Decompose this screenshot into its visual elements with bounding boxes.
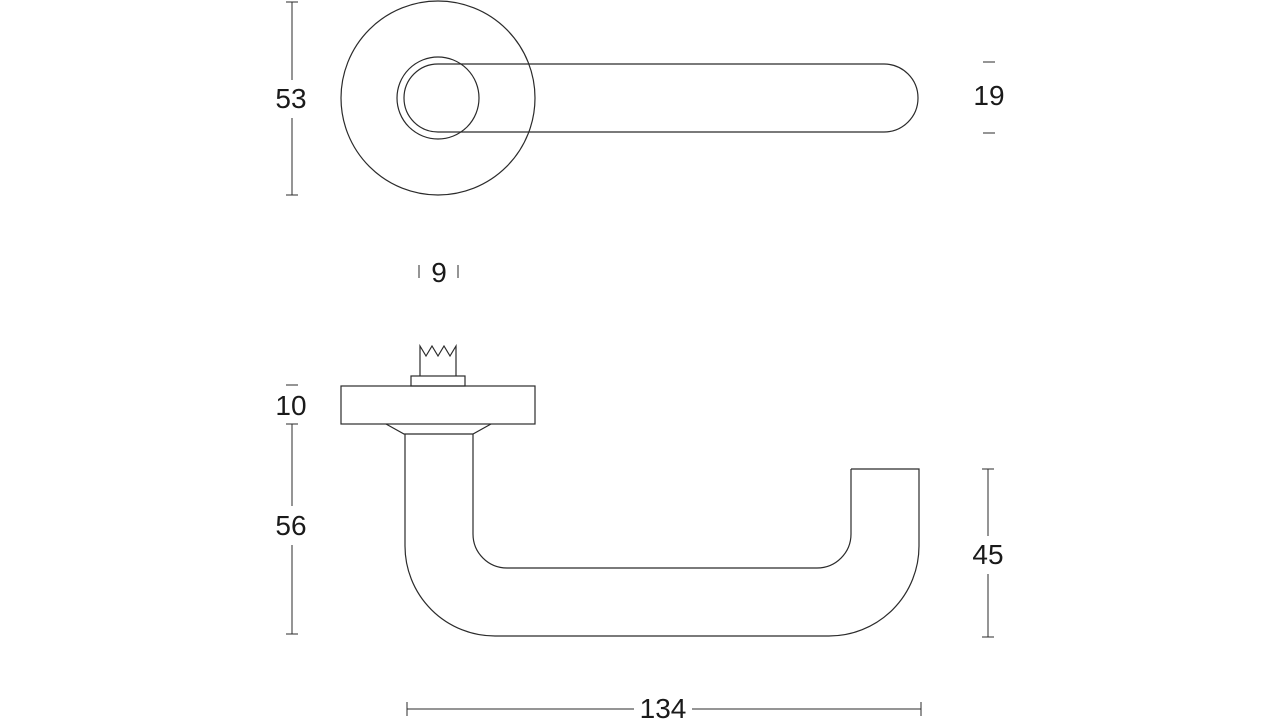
dim-label-53: 53 [275,83,306,114]
rose-outline [340,0,536,196]
spindle-collar [410,375,466,387]
dim-label-45: 45 [972,539,1003,570]
lever-side-outer [404,434,920,637]
dim-rose-diameter: 53 [275,1,307,196]
dim-handle-projection: 56 [275,424,307,635]
rose-inner-ring [396,56,480,140]
dim-label-56: 56 [275,510,306,541]
dim-handle-return: 45 [972,468,1004,638]
top-view [340,0,919,196]
dim-spindle-width: 9 [418,257,459,288]
dim-rose-height: 10 [275,384,307,425]
dim-label-134: 134 [640,693,687,720]
dim-label-19: 19 [973,80,1004,111]
lever-top-outline [403,63,919,133]
rose-bevel [385,423,492,435]
rose-side [340,385,536,425]
spindle-serrated [419,343,457,376]
dim-handle-thickness: 19 [973,61,1005,134]
dim-handle-length: 134 [406,693,922,720]
side-view [340,343,920,637]
dim-label-10: 10 [275,390,306,421]
lever-side-inner [472,434,852,569]
dim-label-9: 9 [431,257,447,288]
